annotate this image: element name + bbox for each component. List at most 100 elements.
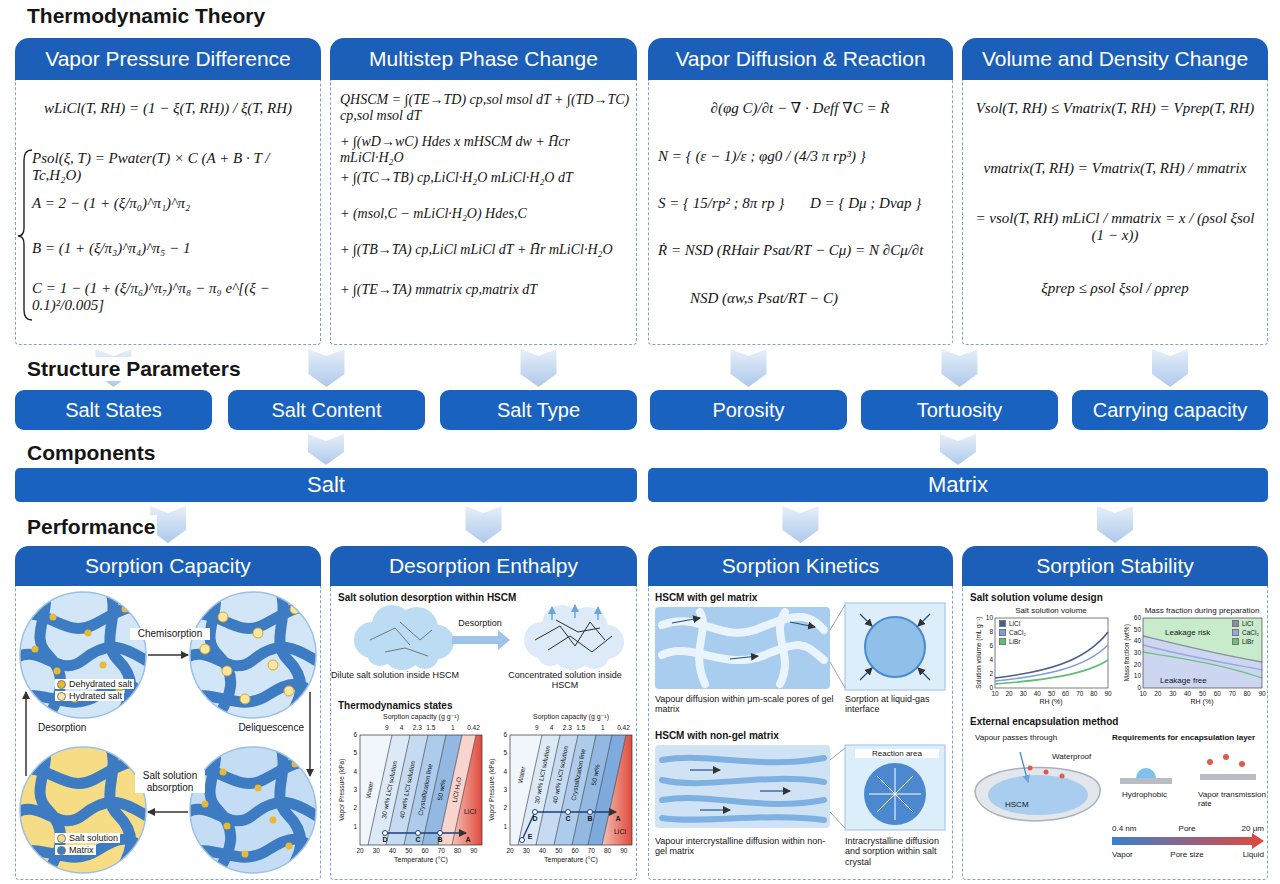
node-title: Volume and Density Change — [982, 47, 1248, 71]
concentrated-hscm-sketch — [552, 605, 598, 620]
annotation: 4 — [391, 724, 411, 731]
sorption-circle — [13, 585, 153, 725]
thermodynamic-chart — [510, 735, 632, 845]
equation: ξprep ≤ ρsol ξsol / ρprep — [969, 280, 1261, 297]
sorption-circle — [183, 585, 323, 725]
annotation: B — [436, 836, 444, 844]
panel-header: Vapor Pressure Difference — [15, 38, 321, 80]
annotation: Temperature (°C) — [361, 856, 481, 864]
volume-chart — [995, 645, 1108, 681]
annotation: Desorption — [36, 722, 100, 734]
annotation: 80 — [1240, 690, 1254, 697]
panel-header: Volume and Density Change — [962, 38, 1268, 80]
non-gel-matrix-sketch — [662, 798, 824, 804]
concentrated-hscm-sketch — [574, 605, 576, 618]
sorption-circle — [13, 740, 153, 880]
process-arrow — [25, 692, 27, 776]
flow-arrow — [783, 506, 819, 543]
sorption-circle — [20, 592, 146, 718]
annotation: 50 — [1045, 690, 1059, 697]
thermodynamic-chart — [520, 810, 593, 843]
panel-header: Multistep Phase Change — [330, 38, 637, 80]
encapsulation-sketch — [1020, 752, 1028, 782]
thermodynamic-chart — [416, 831, 421, 836]
concentrated-hscm-sketch — [537, 640, 563, 666]
annotation: 40 — [536, 847, 550, 854]
legend-swatch — [1232, 620, 1239, 627]
legend-text: LiCl — [1242, 620, 1253, 627]
equation: + (msol,C − mLiCl·H₂O) Hdes,C — [340, 206, 632, 222]
gel-matrix-sketch — [845, 603, 945, 690]
annotation: 9 — [377, 724, 397, 731]
annotation: Sorption capacity (g g⁻¹) — [491, 713, 651, 721]
non-gel-matrix-sketch — [662, 758, 824, 762]
non-gel-matrix-sketch — [690, 769, 720, 770]
annotation: Vapor transmission rate — [1198, 790, 1266, 808]
annotation: 60 — [1127, 614, 1141, 621]
node-title: Carrying capacity — [1093, 399, 1248, 422]
non-gel-matrix-sketch — [662, 817, 824, 820]
annotation: D — [381, 836, 389, 844]
annotation: Deliquescence — [230, 722, 306, 734]
equation: ∂(φg C)/∂t − ∇ · Deff ∇C = Ṙ — [655, 100, 945, 117]
legend-text: LiCl — [1009, 620, 1020, 627]
annotation: Reaction area — [855, 749, 939, 758]
thermodynamic-chart — [360, 735, 482, 845]
equation: D = { Dμ ; Dvap } — [810, 195, 948, 212]
annotation: 60 — [1210, 690, 1224, 697]
annotation: External encapsulation method — [970, 716, 1170, 728]
equation: = vsol(T, RH) mLiCl / mmatrix = x / (ρso… — [969, 210, 1261, 245]
legend-text: LiBr — [1242, 638, 1254, 645]
legend-item: Matrix — [55, 845, 96, 855]
thermodynamic-chart — [588, 810, 593, 815]
annotation: Solution volume (mL g⁻¹) — [975, 617, 982, 689]
annotation: Leakage risk — [1165, 628, 1225, 637]
legend-swatch — [999, 629, 1006, 636]
annotation: Dilute salt solution inside HSCM — [330, 670, 460, 680]
annotation: Mass fraction (wt%) — [1123, 624, 1130, 681]
annotation: 4 — [541, 724, 561, 731]
thermodynamic-chart — [438, 831, 443, 836]
annotation: Vapor Pressure (kPa) — [488, 759, 495, 821]
encapsulation-sketch — [1207, 759, 1213, 765]
thermodynamic-chart — [602, 735, 632, 845]
annotation: 90 — [467, 847, 481, 854]
annotation: Salt solution absorption — [135, 770, 205, 793]
thermodynamic-chart — [360, 735, 482, 845]
gel-matrix-sketch — [918, 614, 930, 626]
annotation: 50 — [1196, 690, 1210, 697]
non-gel-matrix-sketch — [690, 770, 790, 810]
sorption-circle — [13, 740, 153, 880]
annotation: 9 — [527, 724, 547, 731]
node-title: Salt — [307, 472, 345, 498]
annotation: 60 — [568, 847, 582, 854]
non-gel-matrix-sketch — [655, 745, 945, 830]
node-title: Desorption Enthalpy — [389, 554, 578, 578]
annotation: B — [586, 815, 594, 823]
gel-matrix-sketch — [830, 605, 845, 688]
equation: Vsol(T, RH) ≤ Vmatrix(T, RH) = Vprep(T, … — [969, 100, 1261, 117]
equation: wLiCl(T, RH) = (1 − ξ(T, RH)) / ξ(T, RH) — [20, 100, 316, 117]
equation: + ∫(TB→TA) cp,LiCl mLiCl dT + H̄r mLiCl·… — [340, 242, 632, 258]
encapsulation-sketch — [1200, 774, 1256, 780]
node-title: Salt Type — [497, 399, 580, 422]
encapsulation-sketch — [1120, 778, 1172, 784]
annotation: 70 — [1073, 690, 1087, 697]
annotation: Vapor Pressure (kPa) — [338, 759, 345, 821]
node-title: Sorption Capacity — [85, 554, 251, 578]
annotation: 50 — [552, 847, 566, 854]
section-heading: Components — [25, 441, 157, 465]
gel-matrix-sketch — [860, 668, 872, 680]
annotation: Thermodynamics states — [338, 700, 628, 712]
annotation: 1 — [343, 823, 357, 830]
non-gel-matrix-sketch — [662, 758, 824, 820]
encapsulation-sketch — [1060, 774, 1065, 779]
non-gel-matrix-sketch — [662, 779, 824, 783]
annotation: 6 — [343, 731, 357, 738]
annotation: Desorption — [450, 618, 510, 628]
annotation: 90 — [1101, 690, 1115, 697]
panel-header: Desorption Enthalpy — [330, 546, 637, 586]
legend-item: LiCl — [999, 620, 1020, 627]
parameter-box: Porosity — [650, 390, 847, 430]
